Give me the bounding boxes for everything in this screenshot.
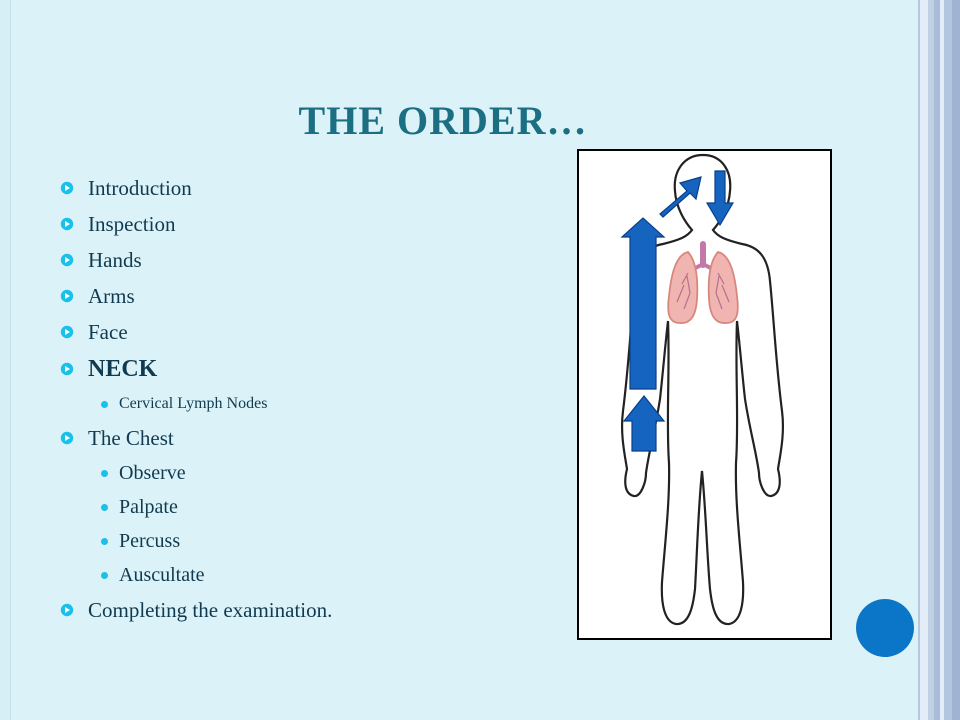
sub-bullet-label: Observe <box>119 461 186 484</box>
decorative-stripe <box>918 0 920 720</box>
decorative-stripe <box>952 0 960 720</box>
human-body-diagram <box>577 149 832 640</box>
human-body-lungs-icon <box>620 153 785 626</box>
human-body-outline <box>620 153 785 626</box>
circle-triangle-icon <box>60 325 74 339</box>
circle-triangle-icon <box>60 253 74 267</box>
circle-triangle-icon <box>60 181 74 195</box>
lungs-icon <box>667 241 739 324</box>
decorative-stripe <box>944 0 952 720</box>
sub-bullet-label: Cervical Lymph Nodes <box>119 395 268 412</box>
bullet-label: The Chest <box>88 425 174 450</box>
bullet-label: NECK <box>88 355 158 382</box>
dot-icon <box>101 537 108 545</box>
lung-vessels <box>676 272 730 310</box>
bullet-item-arms: Arms <box>60 278 580 314</box>
sub-bullet-item: Palpate <box>60 490 580 524</box>
slide-right-decoration <box>918 0 960 720</box>
sub-bullet-item: Percuss <box>60 524 580 558</box>
bullet-label: Completing the examination. <box>88 597 333 622</box>
dot-icon <box>101 571 108 579</box>
sub-bullet-label: Percuss <box>119 529 181 552</box>
bullet-label: Hands <box>88 247 142 272</box>
slide-title: THE ORDER… <box>298 98 588 143</box>
decorative-stripe <box>920 0 928 720</box>
sub-bullet-item: Auscultate <box>60 558 580 592</box>
bullet-item-completing: Completing the examination. <box>60 592 580 628</box>
bullet-item-face: Face <box>60 314 580 350</box>
circle-triangle-icon <box>60 217 74 231</box>
sub-bullet-item: Observe <box>60 456 580 490</box>
bullet-label: Face <box>88 319 128 344</box>
sub-bullet-label: Palpate <box>119 495 178 518</box>
direction-arrows <box>620 170 735 452</box>
decorative-stripe <box>934 0 940 720</box>
bullet-label: Arms <box>88 283 135 308</box>
dot-icon <box>101 400 108 408</box>
bullet-item-hands: Hands <box>60 242 580 278</box>
dot-icon <box>101 503 108 511</box>
bullet-item-introduction: Introduction <box>60 170 580 206</box>
bullet-label: Inspection <box>88 211 176 236</box>
direction-arrow-icon <box>622 395 666 452</box>
circle-triangle-icon <box>60 289 74 303</box>
blue-circle-decoration <box>856 599 914 657</box>
direction-arrow-icon <box>705 170 735 227</box>
circle-triangle-icon <box>60 362 74 376</box>
circle-triangle-icon <box>60 603 74 617</box>
bullet-item-inspection: Inspection <box>60 206 580 242</box>
bullet-list: Introduction Inspection Hands <box>60 170 580 628</box>
dot-icon <box>101 469 108 477</box>
bullet-item-the-chest: The Chest <box>60 420 580 456</box>
sub-bullet-label: Auscultate <box>119 563 205 586</box>
circle-triangle-icon <box>60 431 74 445</box>
bullet-label: Introduction <box>88 175 192 200</box>
bullet-item-neck: NECK <box>60 350 580 388</box>
direction-arrow-icon <box>659 176 702 218</box>
sub-bullet-item: Cervical Lymph Nodes <box>60 388 580 420</box>
decorative-stripe <box>940 0 944 720</box>
decorative-stripe <box>928 0 934 720</box>
direction-arrow-icon <box>620 217 666 390</box>
slide-left-border <box>0 0 11 720</box>
